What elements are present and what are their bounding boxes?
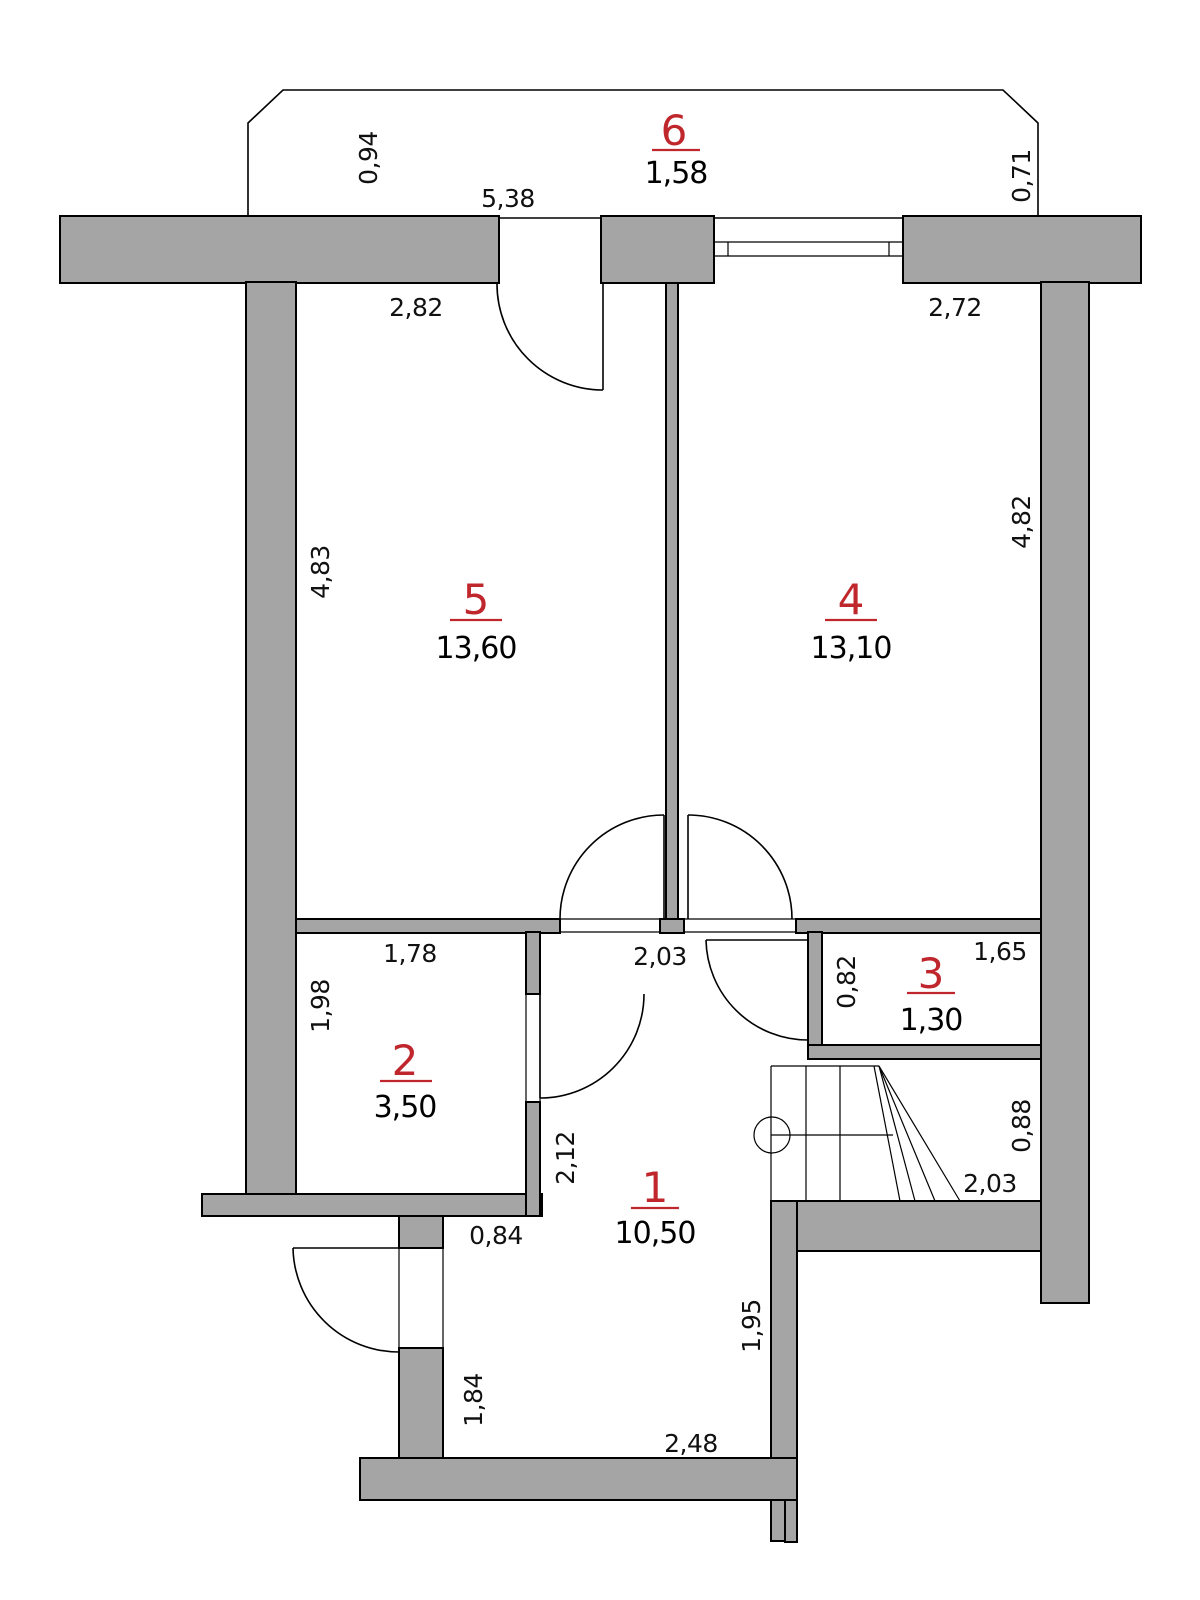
room-number: 2 [392,1036,419,1085]
wall-top-right [902,215,1142,284]
wall-top-mid [600,215,715,284]
door-room4 [684,814,796,933]
wall-bottom-tail [784,1499,798,1543]
window [713,218,904,282]
dim-stair-width: 2,03 [963,1169,1017,1198]
room-area: 1,58 [645,156,708,191]
room-number: 4 [838,575,865,624]
wall-right-lower [770,1200,1042,1252]
wall-room3-left [807,931,823,1058]
wall-left-foot [201,1193,543,1217]
dim-room3-width: 1,65 [973,937,1027,966]
door-entrance [292,1247,444,1353]
dim-room5-width: 2,82 [389,293,443,322]
wall-under-room5 [295,918,561,934]
door-room3 [705,939,809,1041]
room-area: 13,10 [811,631,892,666]
dim-room2-length: 1,98 [306,979,335,1033]
dim-stair-depth: 0,88 [1007,1099,1036,1153]
dim-room4-length: 4,82 [1007,495,1036,549]
dim-room2-width: 1,78 [383,939,437,968]
dim-hall-bottom-width: 2,48 [664,1429,718,1458]
room-area: 3,50 [374,1090,437,1125]
room-area: 1,30 [900,1003,963,1038]
wall-partition-5-4 [665,282,679,920]
door-room5 [559,814,665,933]
door-room2 [525,993,645,1102]
wall-mid-door-posts [659,918,685,934]
wall-entry-top [398,1215,444,1249]
room-area: 10,50 [615,1216,696,1251]
dim-hall-left-length: 2,12 [551,1131,580,1185]
wall-room2-right-top [525,931,541,995]
room-number: 1 [642,1163,669,1212]
dim-balcony-width: 5,38 [481,184,535,213]
dim-room3-length: 0,82 [832,955,861,1009]
walls [59,215,1142,1543]
room-number: 5 [463,575,490,624]
room-labels: 6 1,58 5 13,60 4 13,10 3 1,30 2 3,50 1 1… [374,106,964,1251]
wall-room3-bottom [807,1044,1042,1060]
wall-room2-right-bottom [525,1101,541,1217]
wall-under-room4 [795,918,1042,934]
dim-hall-right-length: 1,95 [737,1299,766,1353]
dimension-labels: 0,94 0,71 5,38 2,82 4,83 2,72 4,82 1,78 … [306,131,1036,1458]
dim-entry-length: 1,84 [459,1373,488,1427]
room-area: 13,60 [436,631,517,666]
wall-entry-left [398,1347,444,1459]
dim-balcony-left-depth: 0,94 [354,131,383,185]
dim-entry-width: 0,84 [469,1221,523,1250]
room-number: 3 [918,949,945,998]
wall-bottom [359,1457,798,1501]
room-number: 6 [661,106,688,155]
wall-top-left [59,215,500,284]
wall-left [245,281,297,1195]
dim-balcony-right-depth: 0,71 [1007,149,1036,203]
dim-hall-top-width: 2,03 [633,942,687,971]
wall-right [1040,281,1090,1304]
dim-room4-width: 2,72 [928,293,982,322]
dim-room5-length: 4,83 [306,545,335,599]
staircase [753,1065,961,1202]
door-balcony [496,218,604,391]
